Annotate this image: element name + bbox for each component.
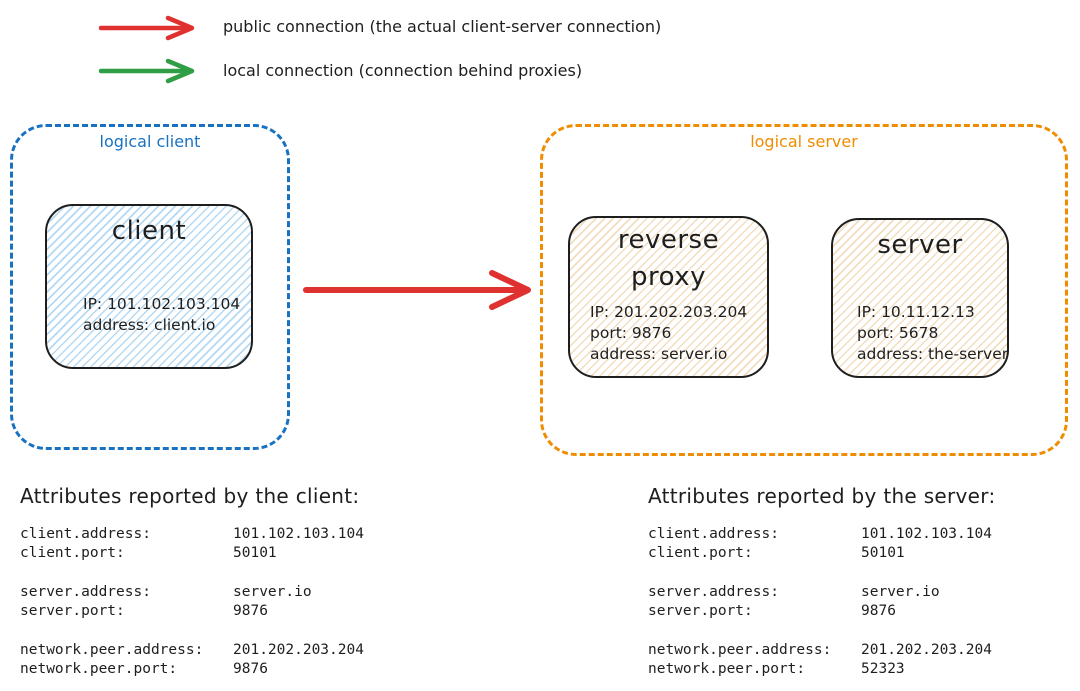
client-attributes-heading: Attributes reported by the client: [20, 484, 360, 508]
server-ip-line: IP: 10.11.12.13 [857, 303, 975, 321]
attribute-key: network.peer.port: [648, 661, 806, 677]
attribute-value: 101.102.103.104 [233, 526, 364, 542]
client-node-title: client [111, 216, 187, 246]
public-connection-main-arrow-icon [303, 270, 531, 310]
attribute-group: network.peer.address: 201.202.203.204 ne… [20, 641, 364, 679]
attribute-value: 52323 [861, 661, 905, 677]
reverse-proxy-ip-line: IP: 201.202.203.204 [590, 303, 748, 321]
legend-local-connection-label: local connection (connection behind prox… [223, 61, 583, 80]
table-row: server.port: 9876 [648, 602, 996, 621]
attribute-group: client.address: 101.102.103.104 client.p… [648, 525, 996, 563]
attribute-key: client.address: [648, 526, 779, 542]
attribute-key: network.peer.address: [648, 642, 832, 658]
attribute-value: 201.202.203.204 [233, 642, 364, 658]
client-address-line: address: client.io [83, 316, 216, 334]
attribute-value: 9876 [233, 603, 268, 619]
attribute-value: 50101 [233, 545, 277, 561]
client-attributes-panel: Attributes reported by the client: clien… [20, 484, 364, 691]
attribute-group: client.address: 101.102.103.104 client.p… [20, 525, 364, 563]
table-row: client.address: 101.102.103.104 [648, 525, 996, 544]
attribute-value: server.io [233, 584, 312, 600]
client-attributes-list: client.address: 101.102.103.104 client.p… [20, 525, 364, 679]
server-node-title: server [877, 230, 963, 260]
reverse-proxy-node: reverse proxy IP: 201.202.203.204 port: … [568, 216, 769, 378]
attribute-value: 9876 [861, 603, 896, 619]
attribute-key: network.peer.port: [20, 661, 178, 677]
attribute-group: server.address: server.io server.port: 9… [20, 583, 364, 621]
attribute-value: server.io [861, 584, 940, 600]
logical-client-label: logical client [99, 132, 201, 151]
attribute-value: 50101 [861, 545, 905, 561]
reverse-proxy-node-title: reverse proxy [617, 225, 720, 292]
table-row: network.peer.port: 52323 [648, 660, 996, 679]
client-node: client IP: 101.102.103.104 address: clie… [45, 204, 253, 369]
table-row: network.peer.address: 201.202.203.204 [20, 641, 364, 660]
public-connection-arrow-icon [98, 15, 195, 41]
logical-client-box: logical client client IP: 101.102.103.10… [10, 124, 290, 450]
client-node-details: IP: 101.102.103.104 address: client.io [83, 294, 240, 336]
table-row: server.address: server.io [648, 583, 996, 602]
table-row: network.peer.address: 201.202.203.204 [648, 641, 996, 660]
legend-public-connection-label: public connection (the actual client-ser… [223, 17, 662, 36]
table-row: client.port: 50101 [20, 544, 364, 563]
reverse-proxy-address-line: address: server.io [590, 345, 728, 363]
server-attributes-list: client.address: 101.102.103.104 client.p… [648, 525, 996, 679]
attribute-value: 201.202.203.204 [861, 642, 992, 658]
attribute-key: server.port: [20, 603, 125, 619]
attribute-key: client.port: [20, 545, 125, 561]
attribute-key: client.address: [20, 526, 151, 542]
reverse-proxy-node-details: IP: 201.202.203.204 port: 9876 address: … [590, 302, 747, 365]
server-node-details: IP: 10.11.12.13 port: 5678 address: the-… [857, 302, 1008, 365]
attribute-key: server.address: [648, 584, 779, 600]
attribute-value: 101.102.103.104 [861, 526, 992, 542]
table-row: server.port: 9876 [20, 602, 364, 621]
attribute-key: server.port: [648, 603, 753, 619]
logical-server-box: logical server reverse proxy IP: 201.202… [540, 124, 1068, 456]
attribute-group: network.peer.address: 201.202.203.204 ne… [648, 641, 996, 679]
server-attributes-heading: Attributes reported by the server: [648, 484, 996, 508]
local-connection-arrow-icon [98, 58, 195, 84]
server-attributes-panel: Attributes reported by the server: clien… [648, 484, 996, 691]
table-row: client.address: 101.102.103.104 [20, 525, 364, 544]
attribute-key: network.peer.address: [20, 642, 204, 658]
logical-server-label: logical server [750, 132, 858, 151]
attribute-key: server.address: [20, 584, 151, 600]
table-row: network.peer.port: 9876 [20, 660, 364, 679]
reverse-proxy-port-line: port: 9876 [590, 324, 672, 342]
attribute-key: client.port: [648, 545, 753, 561]
table-row: server.address: server.io [20, 583, 364, 602]
table-row: client.port: 50101 [648, 544, 996, 563]
server-node: server IP: 10.11.12.13 port: 5678 addres… [831, 218, 1009, 378]
attribute-group: server.address: server.io server.port: 9… [648, 583, 996, 621]
server-port-line: port: 5678 [857, 324, 939, 342]
client-ip-line: IP: 101.102.103.104 [83, 295, 241, 313]
attribute-value: 9876 [233, 661, 268, 677]
server-address-line: address: the-server [857, 345, 1009, 363]
